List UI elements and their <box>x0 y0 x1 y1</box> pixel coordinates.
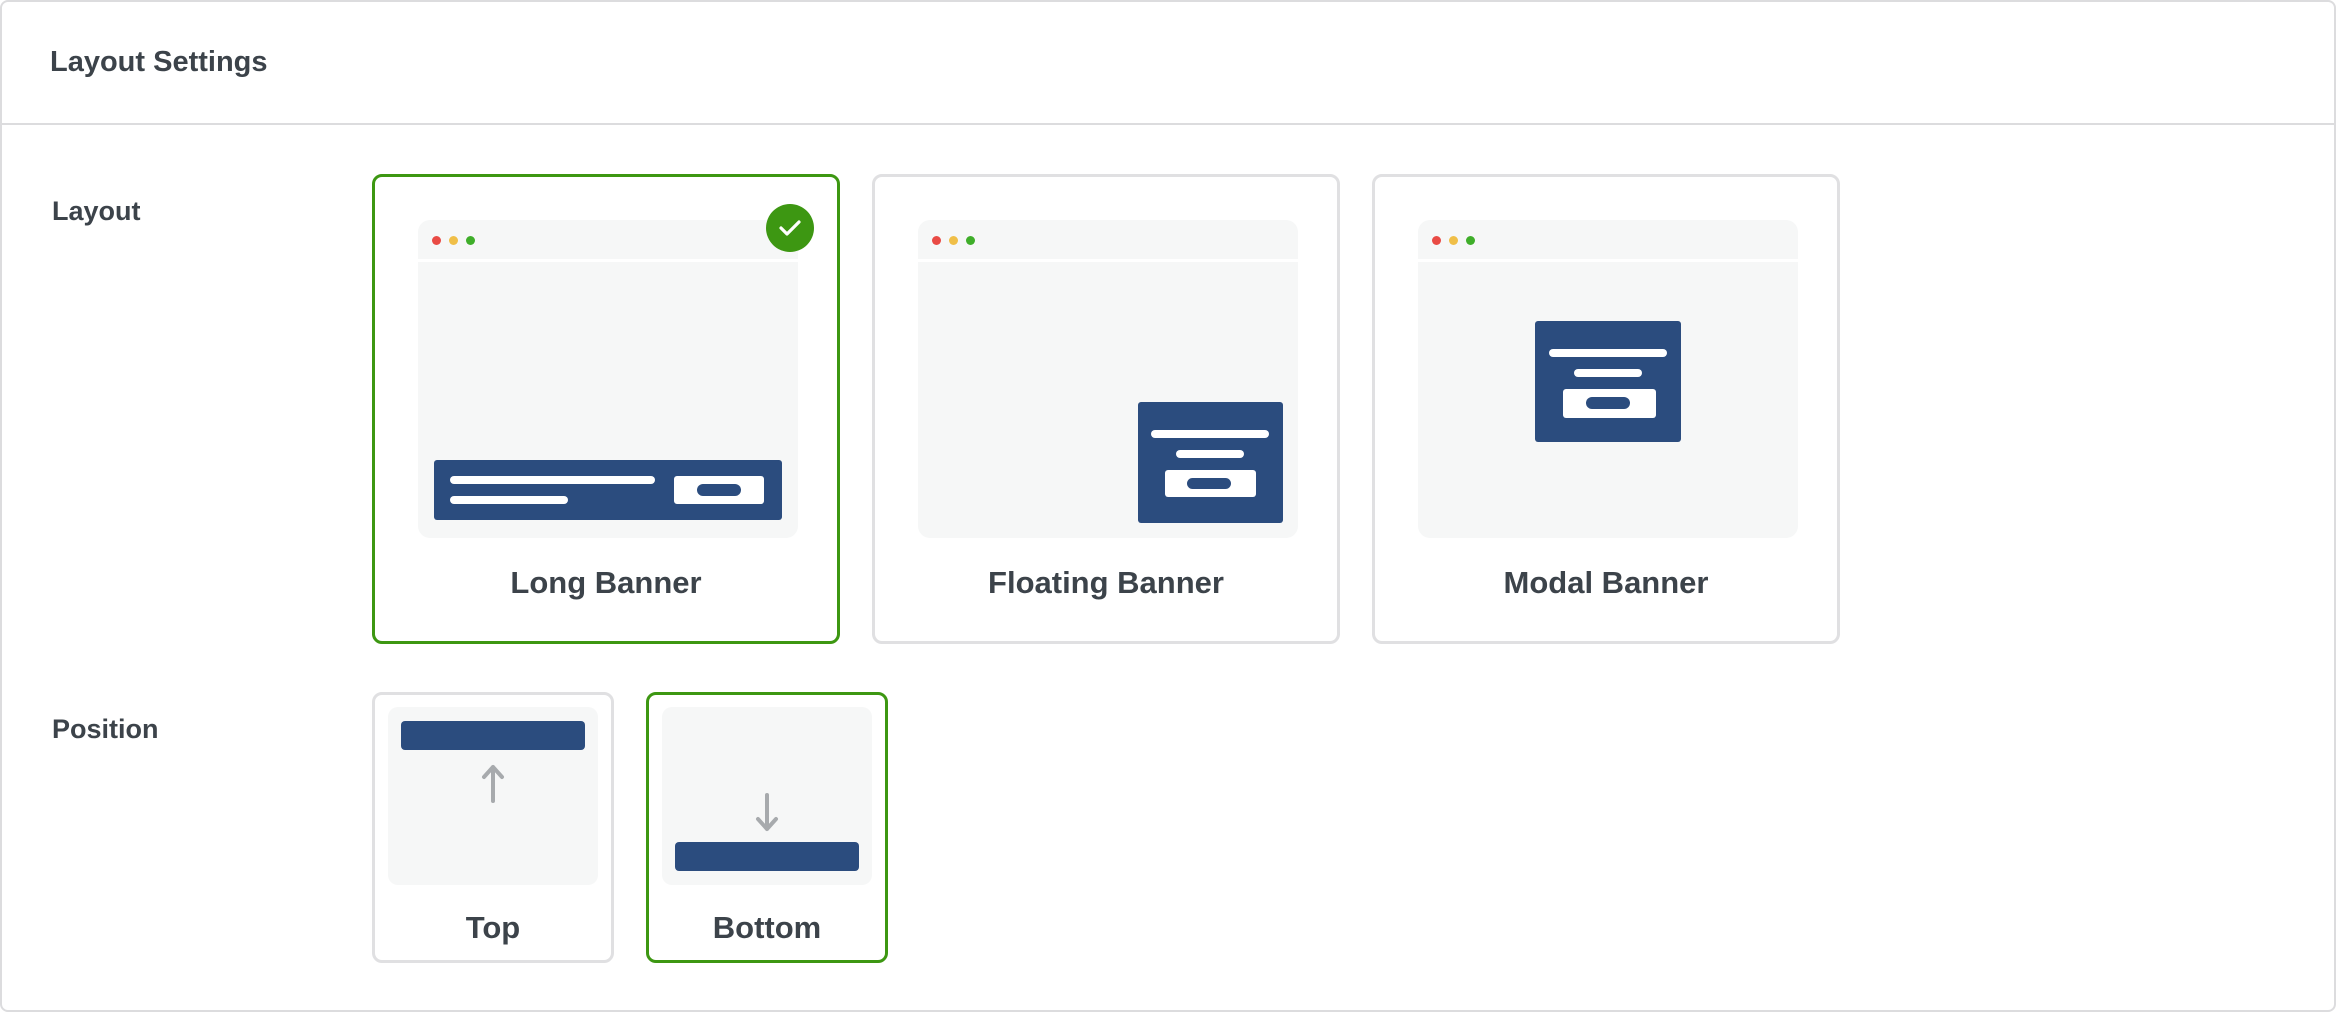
button-pill <box>1187 478 1231 489</box>
browser-bar <box>918 220 1298 262</box>
window-minimize-dot-icon <box>1449 236 1458 245</box>
button-shape <box>1165 470 1256 497</box>
position-option-bottom[interactable]: Bottom <box>646 692 888 963</box>
text-line <box>1574 369 1642 377</box>
modal-banner-label: Modal Banner <box>1503 565 1709 600</box>
long-banner-preview <box>418 220 798 538</box>
window-maximize-dot-icon <box>966 236 975 245</box>
arrow-up-icon <box>482 765 504 803</box>
layout-option-floating-banner[interactable]: Floating Banner <box>872 174 1340 644</box>
window-close-dot-icon <box>1432 236 1441 245</box>
button-pill <box>697 484 741 496</box>
button-shape <box>1563 389 1656 418</box>
panel-header: Layout Settings <box>2 2 2334 125</box>
button-pill <box>1586 397 1630 409</box>
long-banner-label: Long Banner <box>510 565 702 600</box>
bottom-label: Bottom <box>712 910 822 945</box>
bottom-bar-shape <box>675 842 859 871</box>
modal-banner-preview <box>1418 220 1798 538</box>
text-line <box>1151 430 1269 438</box>
top-bar-shape <box>401 721 585 750</box>
page-title: Layout Settings <box>50 46 268 78</box>
window-close-dot-icon <box>432 236 441 245</box>
top-preview <box>388 707 598 885</box>
long-banner-shape <box>434 460 782 520</box>
browser-bar <box>418 220 798 262</box>
window-close-dot-icon <box>932 236 941 245</box>
window-minimize-dot-icon <box>949 236 958 245</box>
arrow-down-icon <box>756 793 778 831</box>
floating-banner-preview <box>918 220 1298 538</box>
top-label: Top <box>465 910 521 945</box>
bottom-preview <box>662 707 872 885</box>
layout-option-long-banner[interactable]: Long Banner <box>372 174 840 644</box>
text-line <box>450 476 655 484</box>
text-line <box>450 496 568 504</box>
browser-bar <box>1418 220 1798 262</box>
floating-banner-label: Floating Banner <box>988 565 1224 600</box>
text-line <box>1176 450 1244 458</box>
selected-check-icon <box>766 204 814 252</box>
window-minimize-dot-icon <box>449 236 458 245</box>
window-maximize-dot-icon <box>466 236 475 245</box>
modal-banner-shape <box>1535 321 1681 442</box>
text-line <box>1549 349 1667 357</box>
position-option-top[interactable]: Top <box>372 692 614 963</box>
floating-banner-shape <box>1138 402 1283 523</box>
layout-label: Layout <box>52 196 141 226</box>
button-shape <box>674 476 764 504</box>
position-label: Position <box>52 714 159 744</box>
layout-option-modal-banner[interactable]: Modal Banner <box>1372 174 1840 644</box>
window-maximize-dot-icon <box>1466 236 1475 245</box>
